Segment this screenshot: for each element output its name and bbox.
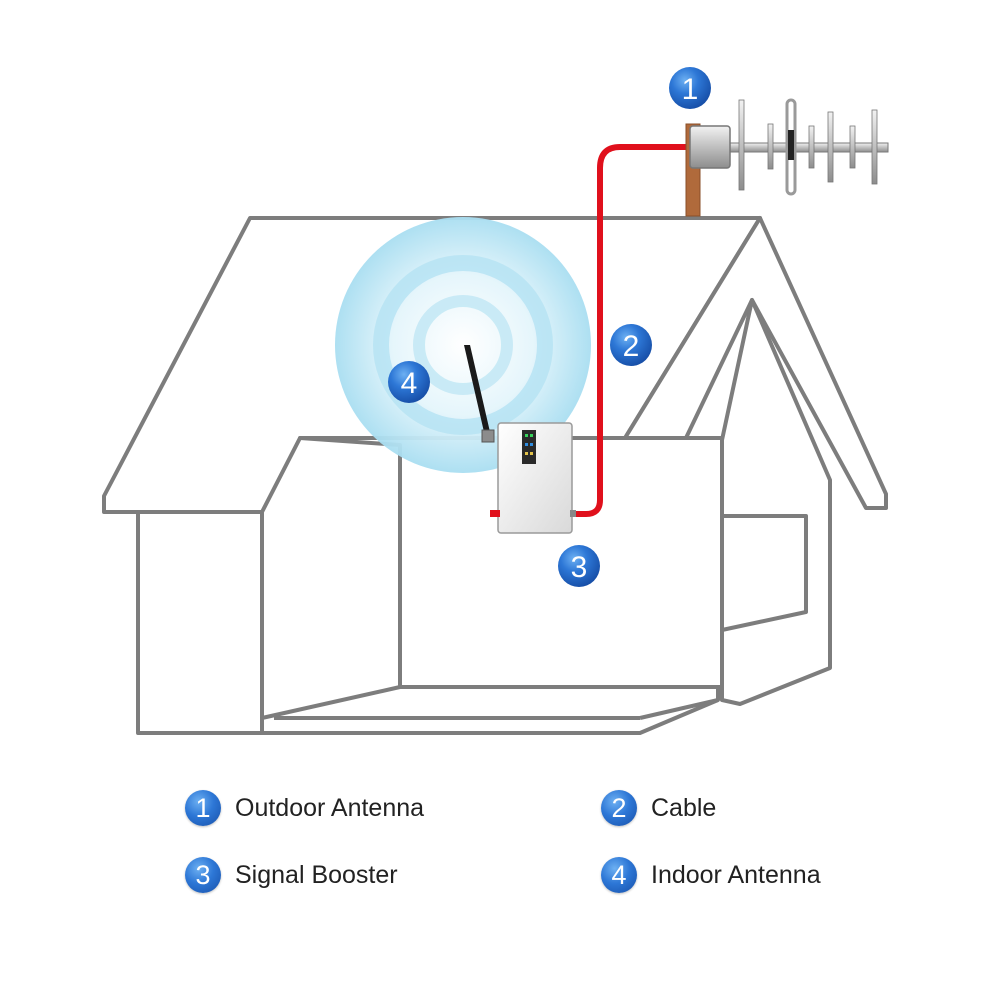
signal-booster <box>490 422 576 534</box>
floor-front <box>639 698 719 720</box>
legend-item-cable: 2 Cable <box>601 788 716 828</box>
antenna-element <box>788 130 794 160</box>
house-outline <box>102 216 888 735</box>
marker-number: 1 <box>682 73 699 106</box>
legend-item-outdoor-antenna: 1 Outdoor Antenna <box>185 788 424 828</box>
booster-led <box>530 443 533 446</box>
antenna-element <box>767 123 774 170</box>
antenna-housing <box>689 125 731 169</box>
booster-led <box>530 434 533 437</box>
antenna-element <box>738 99 745 191</box>
legend-label: Cable <box>651 793 717 822</box>
antenna-element <box>871 109 878 185</box>
floor <box>260 685 720 735</box>
antenna-boom <box>723 142 889 153</box>
outdoor-antenna <box>689 98 889 196</box>
indoor-antenna <box>464 345 495 443</box>
side-window <box>720 514 808 632</box>
legend-label: Signal Booster <box>235 860 398 889</box>
cable <box>563 144 691 517</box>
booster-connector <box>570 510 576 517</box>
legend-item-signal-booster: 3 Signal Booster <box>185 855 398 895</box>
legend-label: Indoor Antenna <box>651 860 821 889</box>
booster-led <box>525 443 528 446</box>
booster-connector <box>490 510 500 517</box>
antenna-element <box>808 125 815 169</box>
booster-led <box>525 452 528 455</box>
legend-badge: 1 <box>185 790 221 826</box>
legend-badge: 2 <box>601 790 637 826</box>
antenna-element <box>849 125 856 169</box>
left-wall <box>136 510 264 735</box>
signal-wave-inner <box>413 295 513 395</box>
antenna-element <box>827 111 834 183</box>
marker-badge-2: 2 <box>610 324 652 366</box>
signal-wave-outer <box>335 217 591 473</box>
booster-led <box>525 434 528 437</box>
marker-badge-3: 3 <box>558 545 600 587</box>
legend-item-indoor-antenna: 4 Indoor Antenna <box>601 855 821 895</box>
antenna-element <box>785 98 797 196</box>
marker-number: 2 <box>623 330 640 363</box>
booster-led <box>530 452 533 455</box>
legend-badge: 4 <box>601 857 637 893</box>
marker-badge-1: 1 <box>669 67 711 109</box>
signal-waves <box>335 217 591 473</box>
indoor-antenna-base <box>481 429 495 443</box>
indoor-antenna-whip <box>464 345 490 432</box>
marker-number: 3 <box>571 551 588 584</box>
booster-display <box>522 430 536 464</box>
marker-badge-4: 4 <box>388 361 430 403</box>
signal-wave-middle <box>373 255 553 435</box>
legend-label: Outdoor Antenna <box>235 793 425 822</box>
booster-body <box>497 422 573 534</box>
marker-number: 4 <box>401 367 418 400</box>
legend-badge: 3 <box>185 857 221 893</box>
